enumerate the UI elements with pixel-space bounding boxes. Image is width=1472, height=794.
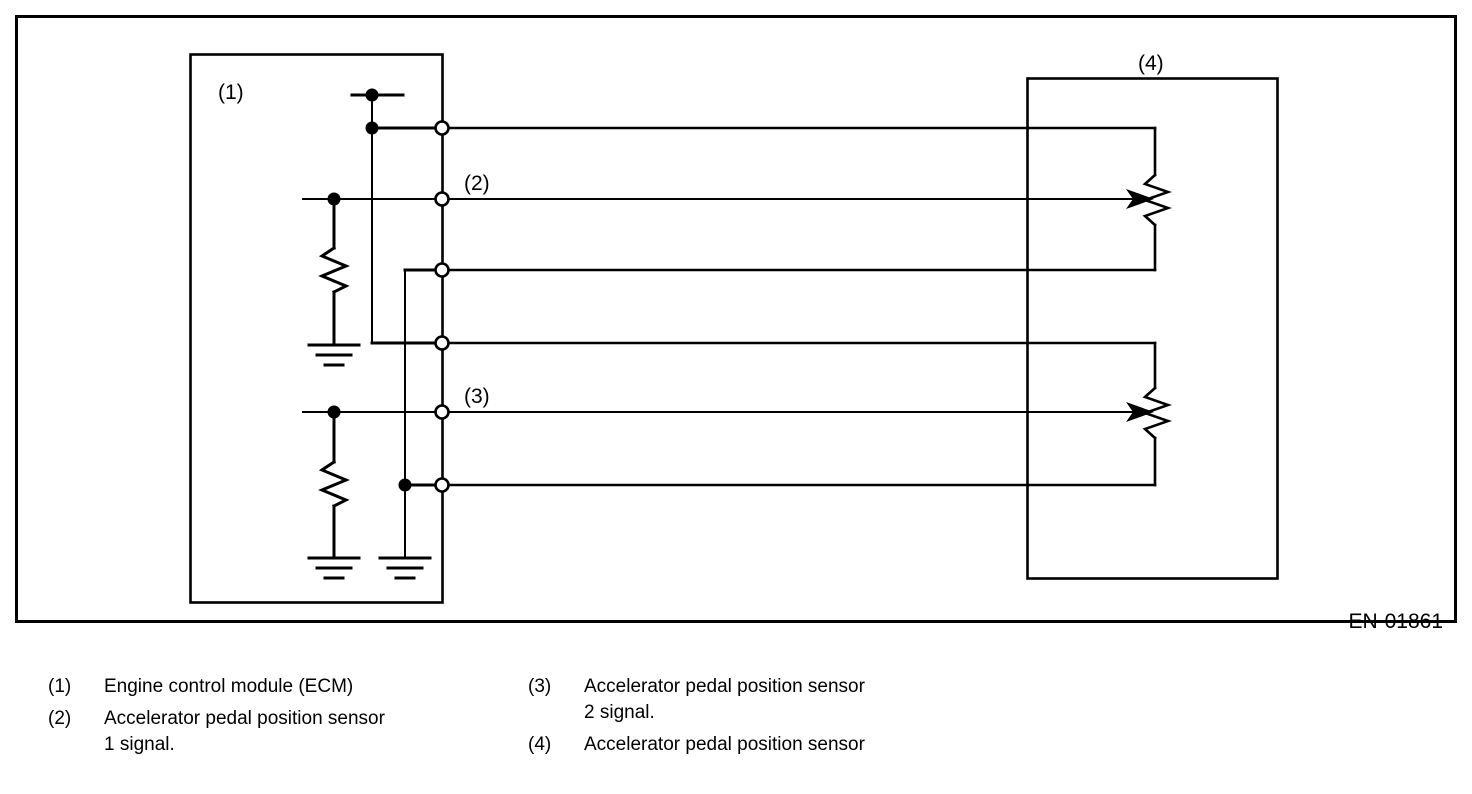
legend-item-3: (3) Accelerator pedal position sensor 2 …: [528, 674, 1008, 726]
legend-item-3-number: (3): [528, 676, 552, 697]
legend-item-3-line2: 2 signal.: [584, 702, 655, 723]
callout-sensor2-signal: (3): [464, 385, 490, 408]
legend-item-2-line1: Accelerator pedal position sensor: [104, 708, 385, 729]
outer-frame: [15, 15, 1457, 623]
callout-sensor1-signal: (2): [464, 172, 490, 195]
junction-dot-resistor2: [327, 405, 341, 419]
connector-terminal-2: [434, 191, 450, 207]
connector-terminal-4: [434, 335, 450, 351]
junction-dot-ground-return: [398, 478, 412, 492]
sensor-enclosure: [1026, 77, 1279, 580]
legend-item-2-text: Accelerator pedal position sensor 1 sign…: [104, 706, 518, 758]
legend: (1) Engine control module (ECM) (2) Acce…: [0, 660, 1472, 794]
connector-terminal-1: [434, 120, 450, 136]
callout-sensor-unit: (4): [1138, 52, 1164, 75]
legend-item-1-number: (1): [48, 676, 72, 697]
legend-item-3-text: Accelerator pedal position sensor 2 sign…: [584, 674, 1008, 726]
junction-dot-resistor1: [327, 192, 341, 206]
pot1-zigzag: [1141, 173, 1172, 227]
junction-dot-supply-terminal-1: [365, 121, 379, 135]
legend-column-right: (3) Accelerator pedal position sensor 2 …: [528, 674, 1008, 764]
wiring-diagram: (1) (2) (3) (4) EN-01861: [15, 15, 1457, 633]
legend-item-4-number: (4): [528, 734, 552, 755]
diagram-code-label: EN-01861: [1348, 610, 1443, 633]
legend-item-4-line1: Accelerator pedal position sensor: [584, 734, 865, 755]
connector-terminal-6: [434, 477, 450, 493]
legend-item-1-text: Engine control module (ECM): [104, 674, 518, 700]
pot2-wiper-arrow: [1126, 402, 1154, 422]
legend-item-2: (2) Accelerator pedal position sensor 1 …: [48, 706, 518, 758]
resistor1-zigzag: [318, 245, 350, 295]
legend-item-3-line1: Accelerator pedal position sensor: [584, 676, 865, 697]
connector-terminal-3: [434, 262, 450, 278]
legend-item-2-line2: 1 signal.: [104, 734, 175, 755]
legend-item-4: (4) Accelerator pedal position sensor: [528, 732, 1008, 758]
junction-dot-power-stub: [365, 88, 379, 102]
resistor2-zigzag: [318, 459, 350, 509]
callout-ecm: (1): [218, 81, 244, 104]
legend-item-1: (1) Engine control module (ECM): [48, 674, 518, 700]
pot1-wiper-arrow: [1126, 189, 1154, 209]
ecm-enclosure: [189, 53, 444, 604]
connector-terminal-5: [434, 404, 450, 420]
legend-column-left: (1) Engine control module (ECM) (2) Acce…: [48, 674, 518, 764]
legend-item-1-line1: Engine control module (ECM): [104, 676, 354, 697]
legend-item-4-text: Accelerator pedal position sensor: [584, 732, 1008, 758]
legend-item-2-number: (2): [48, 708, 72, 729]
pot2-zigzag: [1141, 386, 1172, 440]
